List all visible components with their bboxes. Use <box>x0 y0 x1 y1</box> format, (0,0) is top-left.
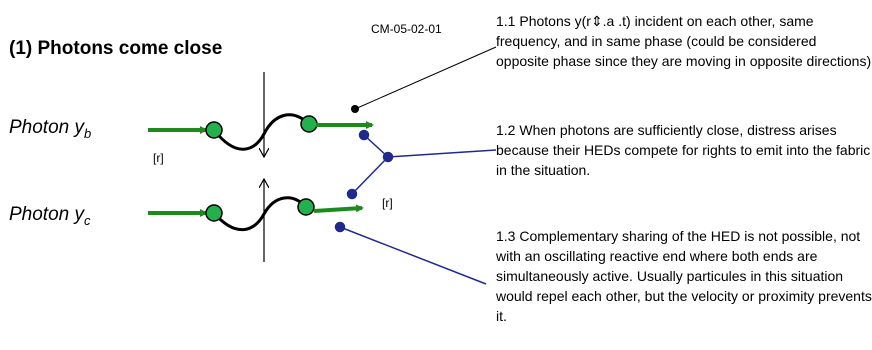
photon-c-outgoing-arrow <box>313 204 364 213</box>
photon-b-head-dot <box>300 115 318 133</box>
photon-b-tail-dot <box>205 121 223 139</box>
photon-c <box>148 196 364 232</box>
photon-c-tail-dot <box>205 204 223 222</box>
photon-b-label: Photon yb <box>9 117 91 141</box>
photon-b-subscript: b <box>84 125 92 141</box>
photon-c-label: Photon yc <box>9 204 91 228</box>
photon-c-head-dot <box>297 198 315 216</box>
photon-b <box>148 113 374 151</box>
diagram-code: CM-05-02-01 <box>371 22 442 36</box>
note-1-3-connector <box>334 221 487 285</box>
note-1-1-connector <box>351 46 497 113</box>
direction-label-b: [r] <box>153 151 164 165</box>
photon-c-wave <box>212 196 308 232</box>
note-1-2: 1.2 When photons are sufficiently close,… <box>496 122 871 178</box>
direction-label-c: [r] <box>382 196 393 210</box>
photon-b-prefix: Photon y <box>9 117 84 138</box>
note-1-2-connector <box>346 129 497 200</box>
note-1-1: 1.1 Photons y(r⇕.a .t) incident on each … <box>496 13 872 69</box>
photon-b-wave <box>212 113 311 151</box>
diagram-heading: (1) Photons come close <box>9 38 223 59</box>
photon-c-subscript: c <box>84 212 91 228</box>
note-1-3: 1.3 Complementary sharing of the HED is … <box>496 228 872 324</box>
photon-c-prefix: Photon y <box>9 204 84 225</box>
